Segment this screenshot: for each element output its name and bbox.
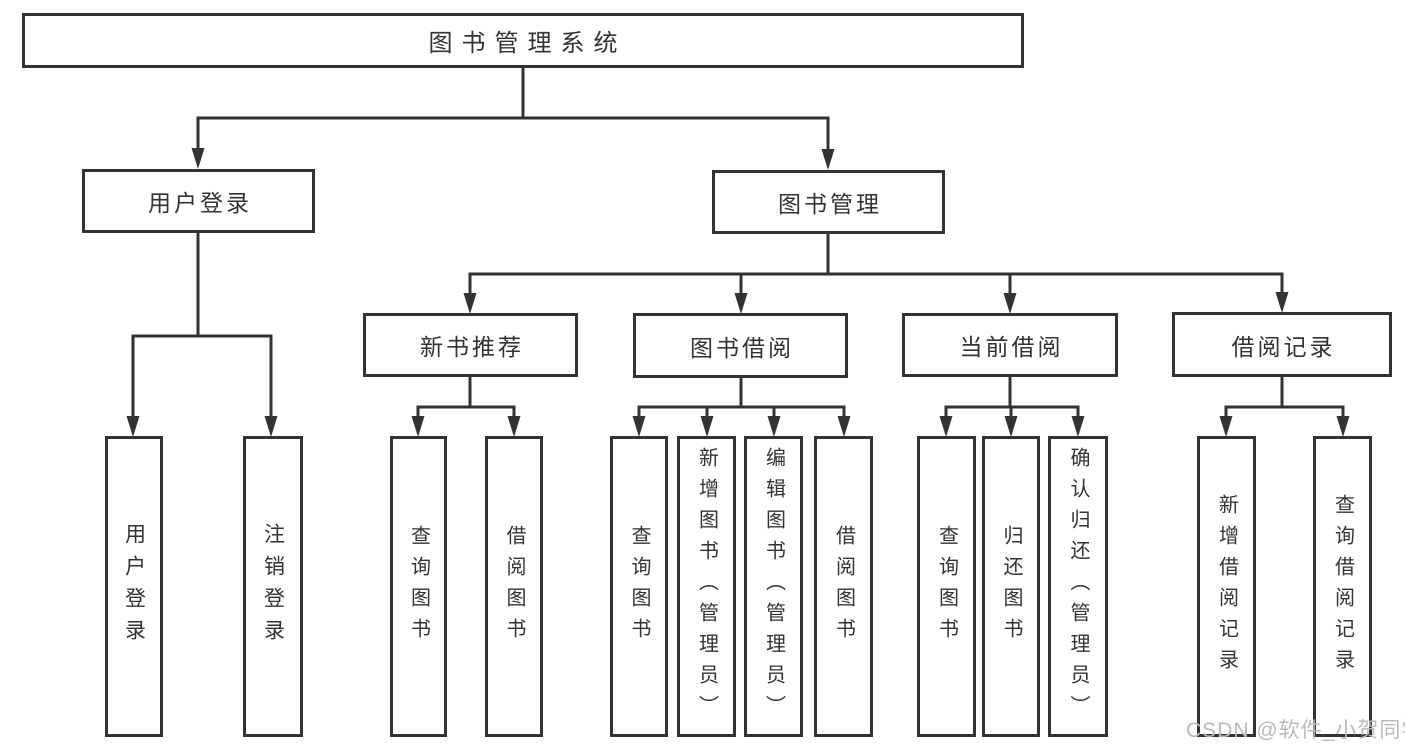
leaf-query-books-current-label: 查询图书: [935, 524, 958, 649]
node-root-label: 图书管理系统: [428, 30, 627, 57]
node-root: 图书管理系统: [22, 13, 1024, 68]
leaf-borrow-books-borrowing: 借阅图书: [814, 436, 873, 737]
leaf-add-book-admin-label: 新增图书（管理员）: [695, 447, 718, 726]
leaf-return-books: 归还图书: [982, 436, 1040, 737]
node-borrowing-records-label: 借阅记录: [1231, 333, 1336, 360]
leaf-borrow-books-recommend-label: 借阅图书: [503, 524, 525, 649]
node-borrowing-records: 借阅记录: [1172, 312, 1392, 377]
leaf-query-books-recommend: 查询图书: [390, 436, 447, 737]
leaf-confirm-return-admin-label: 确认归还（管理员）: [1067, 447, 1089, 726]
leaf-query-books-borrowing: 查询图书: [610, 436, 668, 737]
leaf-return-books-label: 归还图书: [1000, 524, 1022, 649]
watermark: CSDN @软件_小贺同学: [1186, 719, 1405, 742]
leaf-user-login-label: 用户登录: [122, 522, 146, 651]
leaf-add-borrow-record-label: 新增借阅记录: [1215, 493, 1238, 680]
node-user-login-label: 用户登录: [148, 190, 252, 216]
connector-root-split: [191, 68, 835, 170]
leaf-query-borrow-record-label: 查询借阅记录: [1331, 493, 1354, 680]
leaf-query-books-borrowing-label: 查询图书: [628, 524, 650, 649]
connector-current-borrow-split: [939, 377, 1085, 437]
leaf-query-books-current: 查询图书: [917, 436, 976, 737]
leaf-borrow-books-recommend: 借阅图书: [485, 436, 543, 737]
node-user-login: 用户登录: [82, 169, 315, 233]
node-book-borrowing: 图书借阅: [633, 313, 848, 378]
node-current-borrowing-label: 当前借阅: [959, 334, 1064, 360]
node-book-management-label: 图书管理: [778, 191, 882, 217]
leaf-edit-book-admin: 编辑图书（管理员）: [744, 436, 803, 737]
leaf-confirm-return-admin: 确认归还（管理员）: [1048, 436, 1108, 737]
connector-user-login-split: [126, 233, 278, 437]
connector-borrow-record-split: [1219, 377, 1350, 437]
leaf-logout: 注销登录: [243, 436, 303, 737]
leaf-query-books-recommend-label: 查询图书: [407, 524, 430, 649]
connector-book-borrow-split: [632, 378, 851, 437]
node-current-borrowing: 当前借阅: [902, 313, 1118, 377]
leaf-query-borrow-record: 查询借阅记录: [1313, 436, 1372, 737]
leaf-borrow-books-borrowing-label: 借阅图书: [832, 524, 855, 649]
leaf-user-login: 用户登录: [105, 436, 163, 737]
leaf-add-book-admin: 新增图书（管理员）: [677, 436, 736, 737]
leaf-edit-book-admin-label: 编辑图书（管理员）: [762, 447, 785, 726]
node-new-book-recommendation-label: 新书推荐: [420, 334, 524, 360]
node-book-management: 图书管理: [712, 170, 945, 234]
leaf-add-borrow-record: 新增借阅记录: [1197, 436, 1256, 737]
node-book-borrowing-label: 图书借阅: [690, 334, 794, 361]
leaf-logout-label: 注销登录: [261, 522, 285, 651]
connector-book-management-split: [463, 234, 1289, 314]
connector-new-book-split: [411, 377, 521, 437]
node-new-book-recommendation: 新书推荐: [363, 313, 578, 377]
